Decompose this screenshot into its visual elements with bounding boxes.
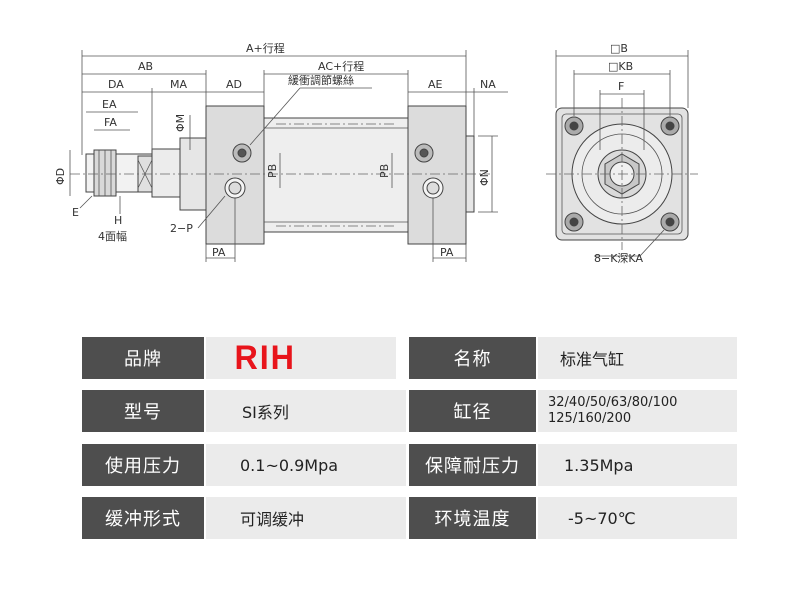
spec-bore-value: 32/40/50/63/80/100 125/160/200 — [538, 390, 737, 432]
dim-pb-right: PB — [378, 164, 391, 178]
dim-two-p: 2−P — [170, 222, 193, 235]
dim-h: H — [114, 214, 122, 227]
spec-model-label: 型号 — [82, 390, 204, 432]
dim-f: F — [618, 80, 624, 93]
dim-ad: AD — [226, 78, 242, 91]
spec-bore-label: 缸径 — [409, 390, 536, 432]
dim-pb-left: PB — [266, 164, 279, 178]
spec-proof-label: 保障耐压力 — [409, 444, 536, 486]
spec-brand-label: 品牌 — [82, 337, 204, 379]
spec-cushion-value: 可调缓冲 — [206, 497, 406, 539]
dim-ac-stroke: AC+行程 — [318, 60, 364, 73]
dim-ma: MA — [170, 78, 187, 91]
dim-ae: AE — [428, 78, 443, 91]
spec-cushion-label: 缓冲形式 — [82, 497, 204, 539]
dim-pa-right: PA — [440, 246, 454, 259]
spec-name-label: 名称 — [409, 337, 536, 379]
spec-proof-value: 1.35Mpa — [538, 444, 737, 486]
spec-temp-label: 环境温度 — [409, 497, 536, 539]
dim-ab: AB — [138, 60, 153, 73]
spec-name-value: 标准气缸 — [538, 337, 737, 379]
dim-phi-m: ΦM — [174, 114, 187, 132]
dim-fa: FA — [104, 116, 117, 129]
spec-row-pressure: 使用压力 0.1~0.9Mpa 保障耐压力 1.35Mpa — [82, 444, 737, 486]
spec-temp-value: -5~70℃ — [538, 497, 737, 539]
spec-pressure-value: 0.1~0.9Mpa — [206, 444, 406, 486]
dim-ea: EA — [102, 98, 117, 111]
dim-k-ka: 8−K深KA — [594, 252, 643, 265]
dim-da: DA — [108, 78, 124, 91]
dim-cushion-screw: 緩衝調節螺絲 — [288, 73, 354, 87]
spec-row-cushion: 缓冲形式 可调缓冲 环境温度 -5~70℃ — [82, 497, 737, 539]
dim-four-faces: 4面幅 — [98, 230, 127, 243]
dim-kb: □KB — [608, 60, 633, 73]
dim-na: NA — [480, 78, 496, 91]
brand-logo: RIH — [206, 337, 396, 379]
dim-b: □B — [610, 42, 628, 55]
spec-row-model: 型号 SI系列 缸径 32/40/50/63/80/100 125/160/20… — [82, 390, 737, 432]
dim-a-stroke: A+行程 — [246, 42, 285, 55]
spec-row-brand: 品牌 RIH 名称 标准气缸 — [82, 337, 737, 379]
dim-phi-d: ΦD — [54, 168, 67, 185]
spec-pressure-label: 使用压力 — [82, 444, 204, 486]
dim-pa-left: PA — [212, 246, 226, 259]
dim-phi-n: ΦN — [478, 169, 491, 186]
dim-e: E — [72, 206, 79, 219]
cylinder-dimension-drawing: A+行程 AB AC+行程 DA MA AD AE NA EA FA ΦD ΦM… — [54, 42, 698, 265]
spec-model-value: SI系列 — [206, 390, 406, 432]
